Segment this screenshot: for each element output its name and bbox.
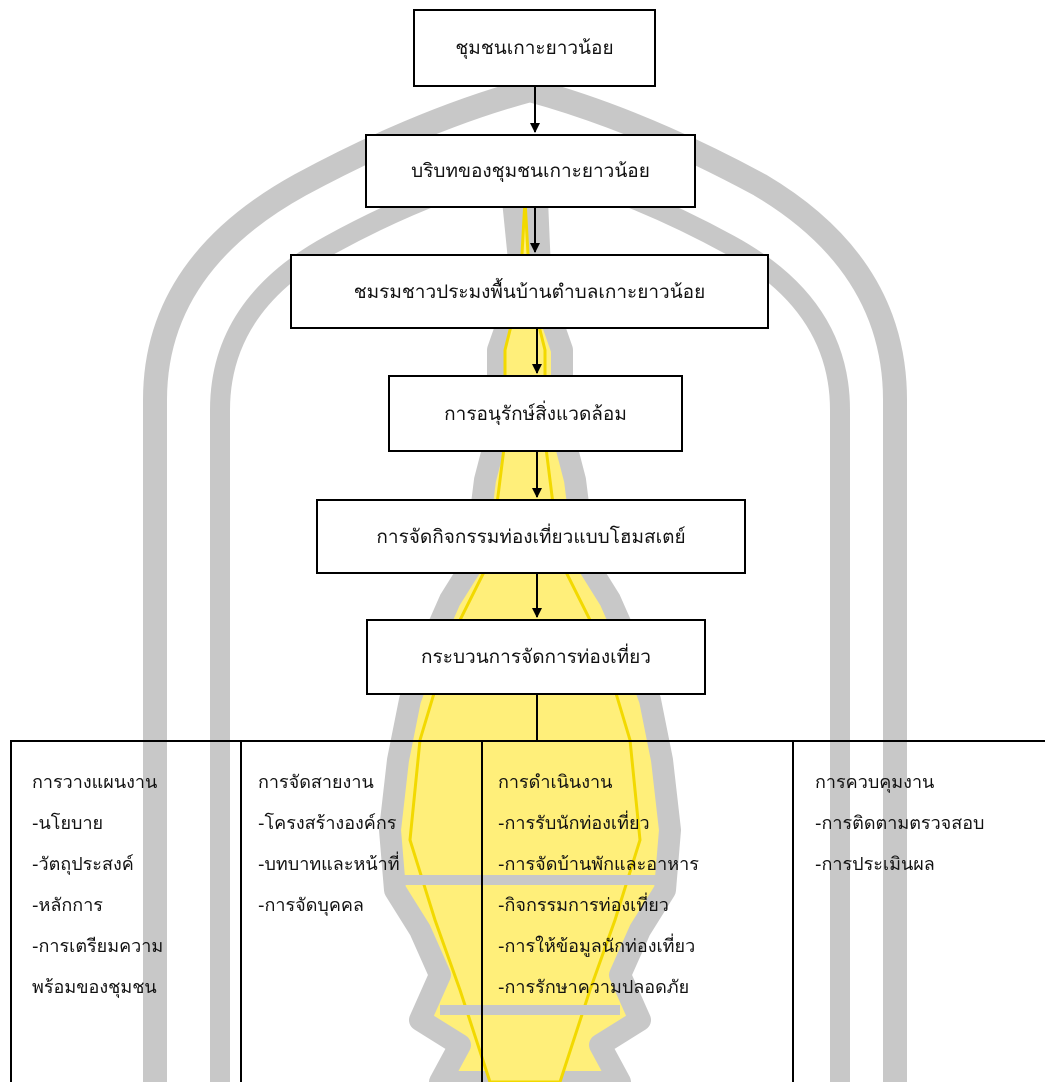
- column-title: การควบคุมงาน: [815, 772, 935, 793]
- list-item: -หลักการ: [32, 895, 103, 916]
- list-item: -การจัดบุคคล: [258, 895, 364, 916]
- list-item: -บทบาทและหน้าที่: [258, 854, 400, 875]
- list-item: พร้อมของชุมชน: [32, 977, 157, 998]
- list-item: -โครงสร้างองค์กร: [258, 813, 397, 834]
- flow-box-community: ชุมชนเกาะยาวน้อย: [413, 9, 656, 87]
- flow-box-tourism-management-process: กระบวนการจัดการท่องเที่ยว: [366, 619, 706, 695]
- list-item: -กิจกรรมการท่องเที่ยว: [498, 895, 669, 916]
- list-item: -นโยบาย: [32, 813, 104, 834]
- list-item: -การรักษาความปลอดภัย: [498, 977, 690, 998]
- flow-box-fishermen-club: ชมรมชาวประมงพื้นบ้านตำบลเกาะยาวน้อย: [290, 254, 769, 329]
- list-item: -การติดตามตรวจสอบ: [815, 813, 985, 834]
- list-item: -การรับนักท่องเที่ยว: [498, 813, 650, 834]
- flow-box-environment-conservation: การอนุรักษ์สิ่งแวดล้อม: [388, 375, 683, 452]
- column-organizing: การจัดสายงาน -โครงสร้างองค์กร -บทบาทและห…: [258, 762, 400, 926]
- list-item: -วัตถุประสงค์: [32, 854, 134, 875]
- column-controlling: การควบคุมงาน -การติดตามตรวจสอบ -การประเม…: [815, 762, 984, 885]
- column-title: การดำเนินงาน: [498, 772, 613, 793]
- column-planning: การวางแผนงาน -นโยบาย -วัตถุประสงค์ -หลัก…: [32, 762, 163, 1008]
- flow-box-homestay-activities: การจัดกิจกรรมท่องเที่ยวแบบโฮมสเตย์: [316, 499, 746, 574]
- list-item: -การประเมินผล: [815, 854, 935, 875]
- column-operating: การดำเนินงาน -การรับนักท่องเที่ยว -การจั…: [498, 762, 699, 1008]
- flow-box-community-context: บริบทของชุมชนเกาะยาวน้อย: [365, 134, 696, 208]
- list-item: -การให้ข้อมูลนักท่องเที่ยว: [498, 936, 696, 957]
- column-title: การจัดสายงาน: [258, 772, 374, 793]
- list-item: -การจัดบ้านพักและอาหาร: [498, 854, 699, 875]
- column-title: การวางแผนงาน: [32, 772, 158, 793]
- list-item: -การเตรียมความ: [32, 936, 164, 957]
